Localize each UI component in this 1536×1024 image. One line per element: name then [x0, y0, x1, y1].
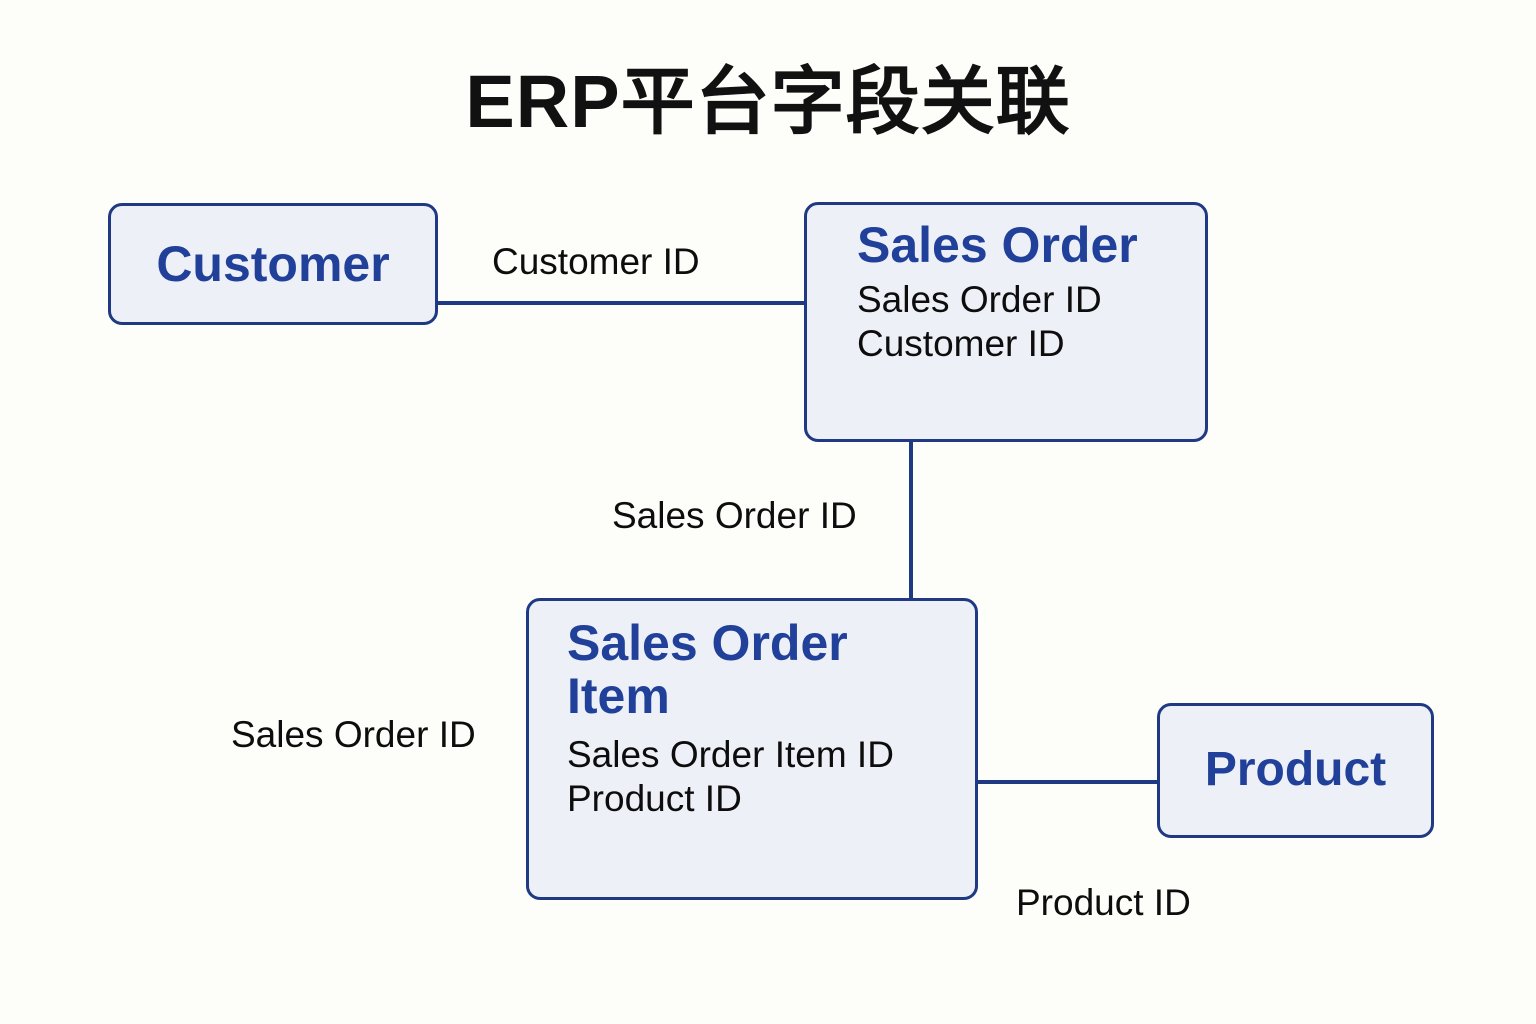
entity-fields-sales-order: Sales Order ID Customer ID: [857, 278, 1205, 365]
entity-field: Sales Order ID: [857, 279, 1102, 320]
entity-box-sales-order[interactable]: Sales Order Sales Order ID Customer ID: [804, 202, 1208, 442]
page-title: ERP平台字段关联: [465, 60, 1071, 143]
entity-title-product: Product: [1204, 743, 1387, 797]
entity-title-sales-order-item: Sales Order Item: [567, 615, 848, 724]
entity-field: Customer ID: [857, 322, 1065, 364]
entity-field: Sales Order Item ID: [567, 734, 894, 775]
edge-label-product-id: Product ID: [1016, 882, 1191, 923]
edge-label-customer-id: Customer ID: [492, 241, 700, 282]
entity-title-sales-order: Sales Order: [857, 217, 1138, 273]
entity-field: Product ID: [567, 777, 742, 819]
entity-box-sales-order-item[interactable]: Sales Order Item Sales Order Item ID Pro…: [526, 598, 978, 900]
edge-label-sales-order-id-vertical: Sales Order ID: [612, 495, 857, 536]
entity-box-customer[interactable]: Customer: [108, 203, 438, 325]
entity-title-customer: Customer: [156, 235, 390, 292]
edge-sales-order-to-sales-order-item: [909, 440, 913, 600]
entity-box-product[interactable]: Product: [1157, 703, 1434, 838]
edge-label-sales-order-id-left: Sales Order ID: [231, 714, 476, 755]
edge-sales-order-item-to-product: [976, 780, 1159, 784]
edge-customer-to-sales-order: [438, 301, 806, 305]
entity-fields-sales-order-item: Sales Order Item ID Product ID: [567, 733, 975, 820]
